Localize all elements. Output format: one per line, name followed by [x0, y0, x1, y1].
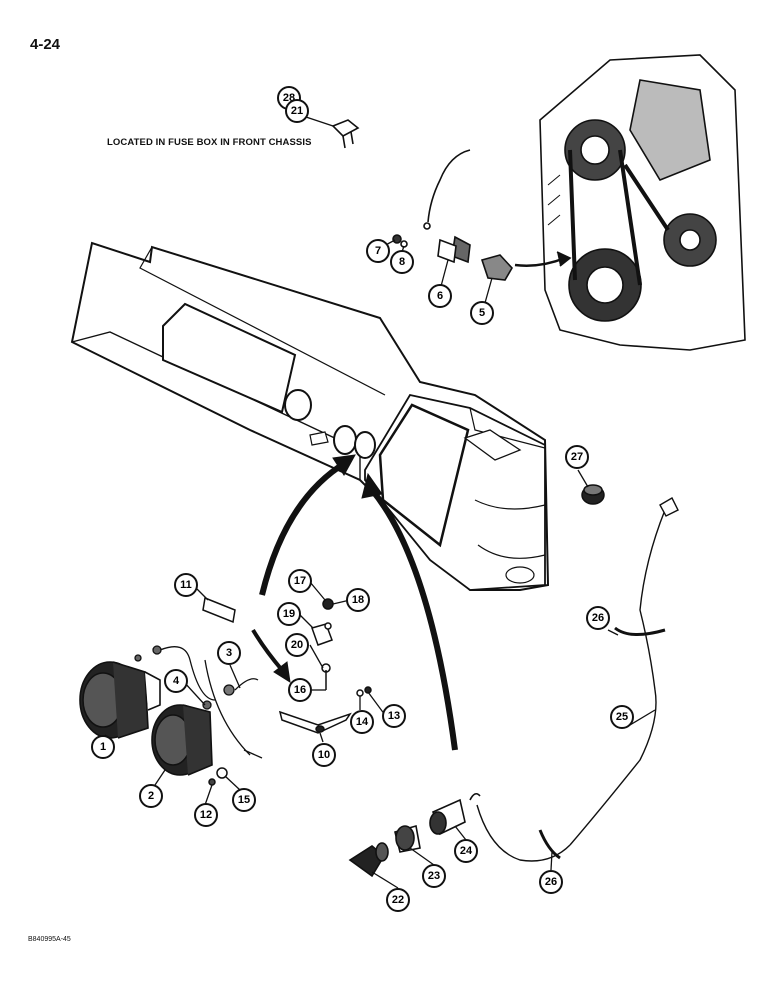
svg-text:24: 24 [460, 845, 473, 857]
svg-text:5: 5 [479, 307, 485, 319]
gauge-1 [79, 661, 161, 739]
callout-21: 21 [285, 99, 309, 123]
svg-text:14: 14 [356, 716, 369, 728]
callout-14: 14 [350, 710, 374, 734]
callout-8: 8 [390, 250, 414, 274]
svg-text:13: 13 [388, 710, 400, 722]
callout-19: 19 [277, 602, 301, 626]
grommet [581, 484, 605, 505]
instrument-panel-housing [70, 241, 550, 591]
svg-text:2: 2 [148, 790, 154, 802]
leader-lines [104, 114, 656, 889]
svg-text:21: 21 [291, 105, 303, 117]
callout-23: 23 [422, 864, 446, 888]
gauge-2 [151, 704, 213, 776]
svg-text:3: 3 [226, 647, 232, 659]
svg-text:23: 23 [428, 870, 440, 882]
callout-26-upper: 26 [586, 606, 610, 630]
callout-2: 2 [139, 784, 163, 808]
lighter-wire-harness [476, 497, 679, 862]
callout-17: 17 [288, 569, 312, 593]
callout-10: 10 [312, 743, 336, 767]
gauge-wiring [134, 645, 263, 759]
assembly-arrows [251, 454, 458, 751]
callout-1: 1 [91, 735, 115, 759]
svg-text:10: 10 [318, 749, 330, 761]
engine-assembly [539, 54, 746, 351]
callout-22: 22 [386, 888, 410, 912]
callout-4: 4 [164, 669, 188, 693]
callout-18: 18 [346, 588, 370, 612]
svg-text:1: 1 [100, 741, 106, 753]
svg-text:22: 22 [392, 894, 404, 906]
svg-text:20: 20 [291, 639, 303, 651]
svg-text:11: 11 [180, 579, 192, 591]
callout-12: 12 [194, 803, 218, 827]
svg-text:6: 6 [437, 290, 443, 302]
callout-11: 11 [174, 573, 198, 597]
fuse-location-note: LOCATED IN FUSE BOX IN FRONT CHASSIS [107, 137, 312, 148]
sender-wire [392, 149, 471, 248]
oil-pressure-sender [437, 235, 572, 281]
svg-text:17: 17 [294, 575, 306, 587]
callout-25: 25 [610, 705, 634, 729]
page-number: 4-24 [30, 36, 61, 53]
fuse [331, 119, 360, 149]
svg-text:25: 25 [616, 711, 628, 723]
svg-text:19: 19 [283, 608, 295, 620]
svg-text:4: 4 [173, 675, 180, 687]
svg-text:26: 26 [592, 612, 604, 624]
callout-6: 6 [428, 284, 452, 308]
callout-5: 5 [470, 301, 494, 325]
svg-text:27: 27 [571, 451, 583, 463]
callout-15: 15 [232, 788, 256, 812]
callout-27: 27 [565, 445, 589, 469]
svg-text:7: 7 [375, 245, 381, 257]
svg-text:16: 16 [294, 684, 306, 696]
figure-code: B840995A-45 [28, 936, 71, 943]
callout-24: 24 [454, 839, 478, 863]
callout-13: 13 [382, 704, 406, 728]
svg-text:18: 18 [352, 594, 364, 606]
callout-7: 7 [366, 239, 390, 263]
callout-20: 20 [285, 633, 309, 657]
svg-text:15: 15 [238, 794, 250, 806]
svg-text:8: 8 [399, 256, 405, 268]
svg-text:26: 26 [545, 876, 557, 888]
callout-26-lower: 26 [539, 870, 563, 894]
svg-text:12: 12 [200, 809, 212, 821]
lighter-assembly [348, 792, 481, 878]
callout-16: 16 [288, 678, 312, 702]
callout-3: 3 [217, 641, 241, 665]
